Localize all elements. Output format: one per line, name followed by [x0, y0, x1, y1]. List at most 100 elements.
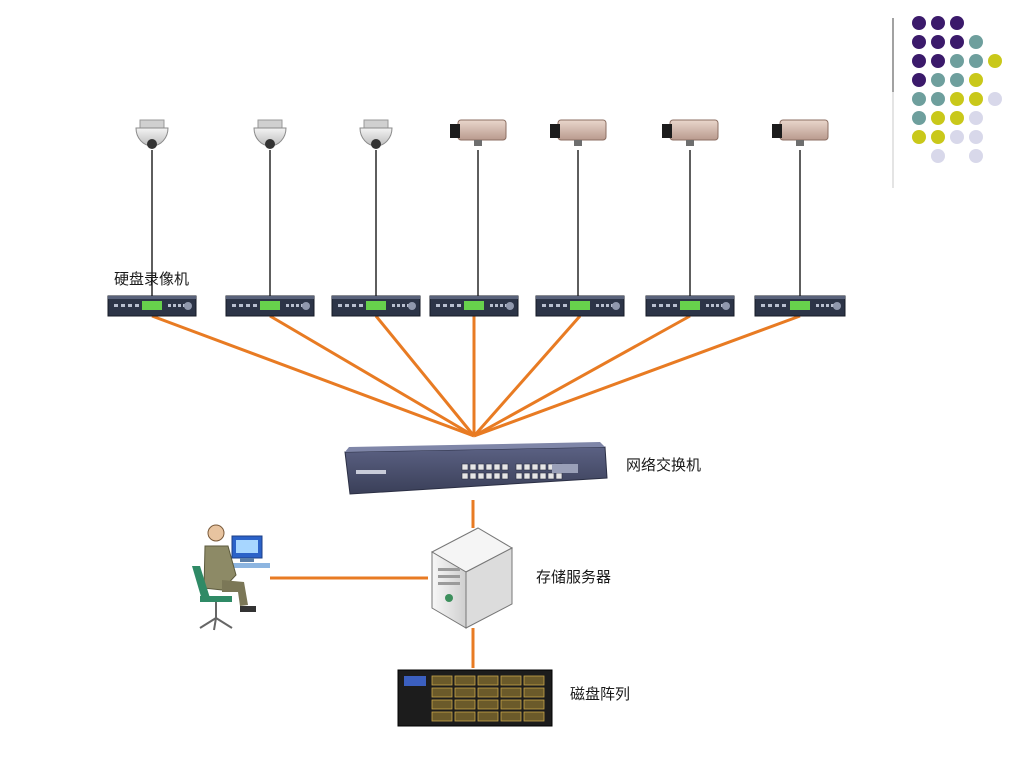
dome-camera-icon [135, 119, 169, 149]
switch-port [531, 472, 539, 480]
switch-port [539, 472, 547, 480]
decorative-dot [969, 73, 983, 87]
decorative-dot [950, 35, 964, 49]
camera-row [135, 119, 829, 149]
decorative-dot [912, 73, 926, 87]
dvr-device [225, 295, 315, 317]
disk-array-display [404, 676, 426, 686]
disk-bay [477, 711, 499, 722]
dvr-device [754, 295, 846, 317]
network-switch [344, 442, 608, 495]
disk-bay [500, 711, 522, 722]
switch-port [547, 472, 555, 480]
workstation-operator [192, 524, 270, 631]
decorative-dot [931, 149, 945, 163]
switch-port [469, 463, 477, 471]
decorative-dot [931, 54, 945, 68]
disk-bay [431, 699, 453, 710]
dvr-device [107, 295, 197, 317]
decorative-dot-grid [912, 16, 1002, 163]
dvr-device [331, 295, 421, 317]
switch-fiber-ports [552, 464, 578, 473]
disk-bay [454, 711, 476, 722]
person-icon [207, 524, 225, 542]
box-camera-icon [550, 119, 607, 146]
decorative-dot [969, 130, 983, 144]
label-storage-server: 存储服务器 [536, 568, 612, 586]
disk-bay [454, 687, 476, 698]
decorative-dot [950, 92, 964, 106]
decorative-dot [912, 54, 926, 68]
decorative-dot [931, 35, 945, 49]
label-switch: 网络交换机 [626, 456, 702, 474]
disk-bay [431, 675, 453, 686]
decorative-dot [950, 73, 964, 87]
link-dvr-switch [472, 315, 582, 437]
link-dvr-switch [473, 314, 691, 438]
switch-port [539, 463, 547, 471]
disk-bay [523, 675, 545, 686]
storage-server [430, 527, 514, 629]
link-dvr-switch [269, 314, 475, 438]
switch-port [515, 472, 523, 480]
switch-port [461, 472, 469, 480]
label-dvr: 硬盘录像机 [114, 270, 190, 288]
switch-port [461, 463, 469, 471]
link-dvr-switch [473, 314, 801, 438]
switch-port [493, 472, 501, 480]
disk-bay [523, 711, 545, 722]
decorative-dot [931, 111, 945, 125]
network-links [151, 314, 801, 438]
switch-port [469, 472, 477, 480]
decorative-dot [950, 16, 964, 30]
switch-port [493, 463, 501, 471]
decorative-dot [931, 16, 945, 30]
decorative-dot [969, 149, 983, 163]
switch-port [555, 472, 563, 480]
dvr-device [429, 295, 519, 317]
camera-wires [151, 150, 801, 300]
link-dvr-switch [374, 315, 476, 437]
decorative-dot [950, 111, 964, 125]
disk-bay [500, 699, 522, 710]
decorative-dot [931, 130, 945, 144]
switch-port [477, 463, 485, 471]
decorative-dot [912, 130, 926, 144]
disk-bay [431, 687, 453, 698]
disk-bay [523, 687, 545, 698]
decorative-dot [969, 54, 983, 68]
box-camera-icon [772, 119, 829, 146]
dome-camera-icon [253, 119, 287, 149]
decorative-dot [912, 111, 926, 125]
disk-bay [500, 675, 522, 686]
decorative-dot [988, 92, 1002, 106]
dvr-device [535, 295, 625, 317]
decorative-dot [912, 35, 926, 49]
disk-bay [500, 687, 522, 698]
dome-camera-icon [359, 119, 393, 149]
link-dvr-switch [151, 314, 475, 438]
switch-port [485, 463, 493, 471]
keyboard-icon [226, 563, 270, 568]
disk-bay [477, 687, 499, 698]
switch-brand-plate [356, 470, 386, 474]
box-camera-icon [450, 119, 507, 146]
switch-port [501, 463, 509, 471]
disk-bays [431, 675, 545, 722]
power-led-icon [445, 594, 453, 602]
switch-port [523, 472, 531, 480]
switch-port [485, 472, 493, 480]
decorative-dot [912, 16, 926, 30]
disk-array [397, 669, 553, 727]
switch-port [477, 472, 485, 480]
decorative-dot [931, 73, 945, 87]
chair-icon [200, 596, 232, 602]
switch-port [501, 472, 509, 480]
switch-port [531, 463, 539, 471]
decorative-dot [969, 111, 983, 125]
disk-bay [454, 675, 476, 686]
disk-bay [477, 675, 499, 686]
dvr-device [645, 295, 735, 317]
switch-port [515, 463, 523, 471]
